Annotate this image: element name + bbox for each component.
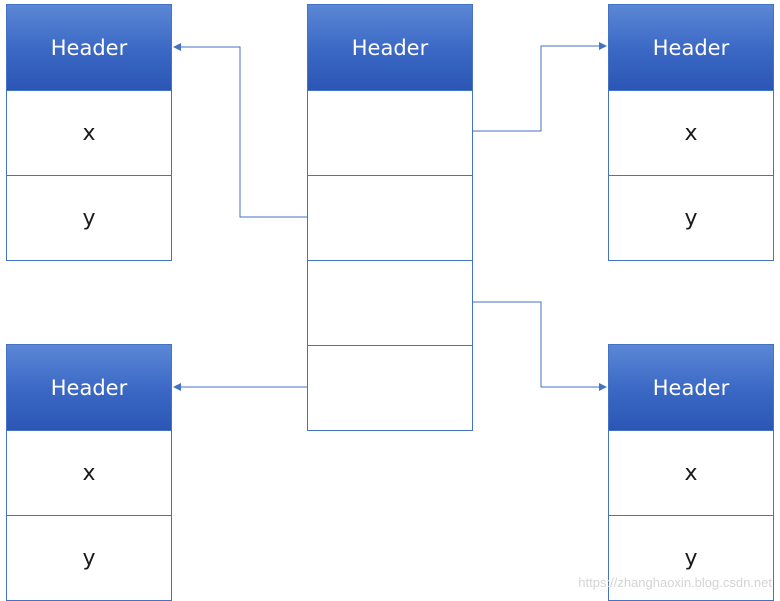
connector-row2-to-left-top	[173, 43, 307, 218]
table-row-2	[308, 175, 472, 260]
connector-row3-to-right-bottom	[473, 301, 607, 391]
right-bottom-table: Header x y	[608, 344, 774, 601]
table-row-4	[308, 345, 472, 430]
left-top-table: Header x y	[6, 4, 172, 261]
table-row-y: y	[7, 515, 171, 600]
table-row-y: y	[609, 515, 773, 600]
table-row-y: y	[609, 175, 773, 260]
right-top-table: Header x y	[608, 4, 774, 261]
table-header: Header	[609, 345, 773, 430]
watermark-text: https://zhanghaoxin.blog.csdn.net	[578, 575, 772, 590]
table-row-y: y	[7, 175, 171, 260]
connector-row1-to-right-top	[473, 42, 607, 132]
table-row-x: x	[609, 430, 773, 515]
table-row-x: x	[7, 90, 171, 175]
table-header: Header	[308, 5, 472, 90]
table-header: Header	[609, 5, 773, 90]
table-row-1	[308, 90, 472, 175]
table-header: Header	[7, 5, 171, 90]
table-header: Header	[7, 345, 171, 430]
center-table: Header	[307, 4, 473, 431]
table-row-x: x	[7, 430, 171, 515]
table-row-x: x	[609, 90, 773, 175]
table-row-3	[308, 260, 472, 345]
left-bottom-table: Header x y	[6, 344, 172, 601]
